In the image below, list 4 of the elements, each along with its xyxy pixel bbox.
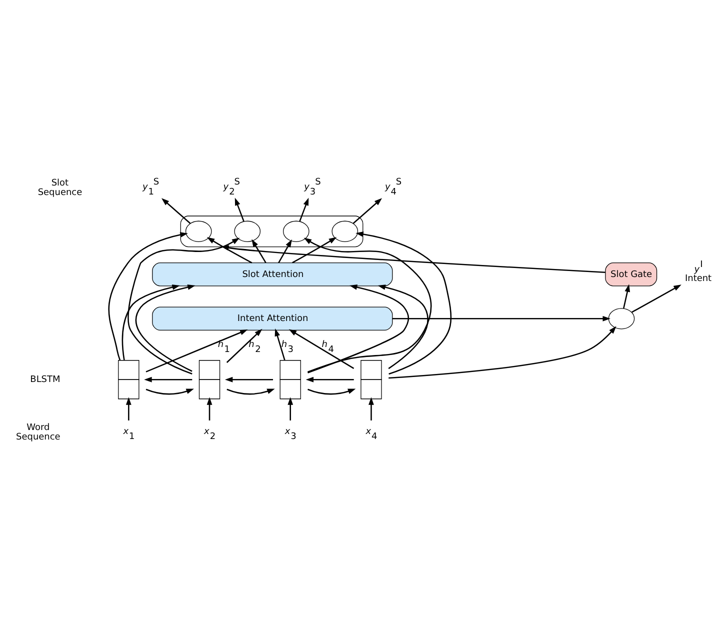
- label: BLSTM: [30, 374, 60, 384]
- label: Slot Sequence: [38, 178, 82, 198]
- node-label: Intent: [685, 273, 712, 284]
- label: Word Sequence: [16, 422, 60, 442]
